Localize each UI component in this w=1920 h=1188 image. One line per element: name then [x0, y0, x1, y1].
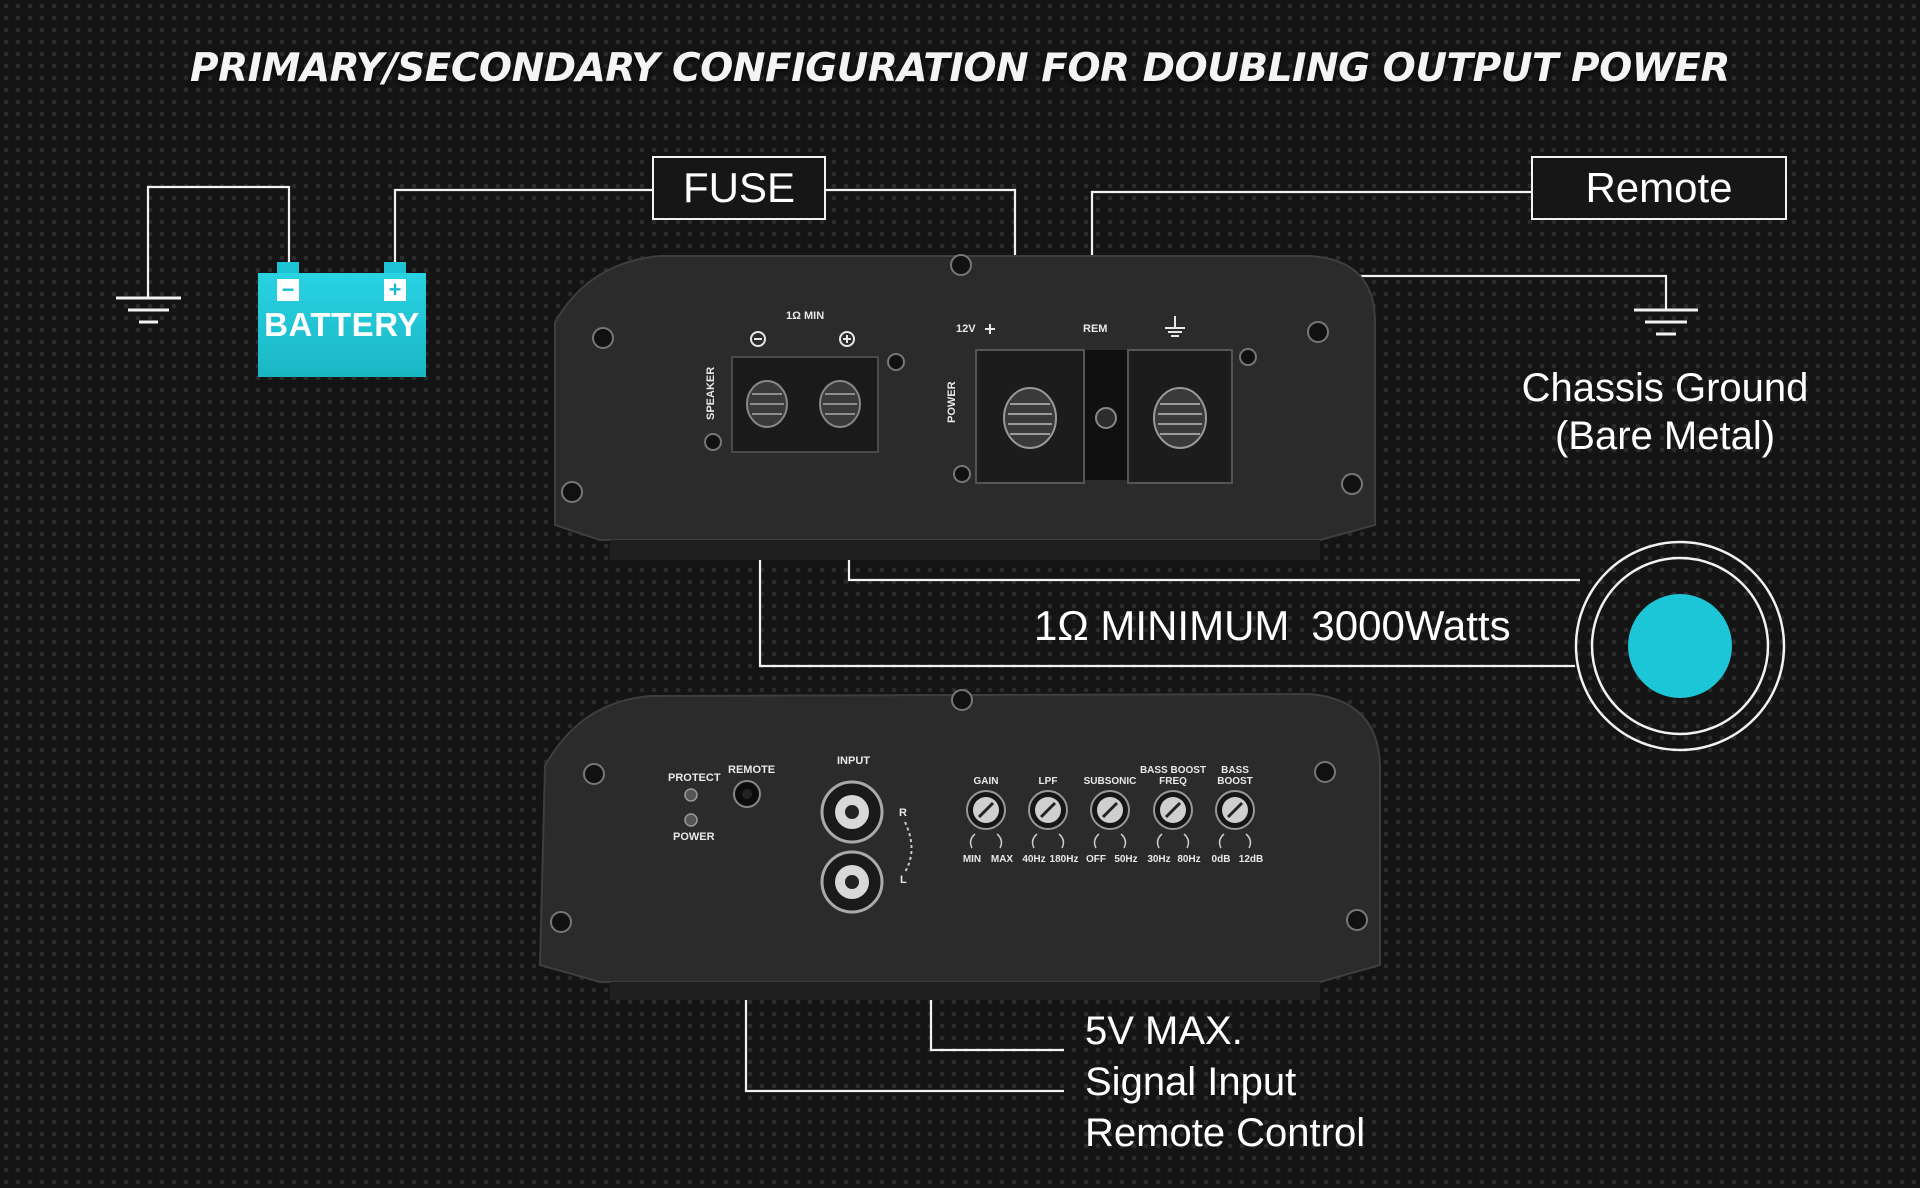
knob-max-tick — [1058, 833, 1065, 849]
knob-min-label: MIN — [963, 854, 981, 865]
knob-label: BASS BOOST — [1140, 765, 1206, 776]
signal-line-2: Signal Input — [1085, 1060, 1297, 1104]
chassis-ground-small-icon — [1165, 316, 1185, 337]
fuse-label: FUSE — [652, 156, 826, 220]
knob-min-label: 0dB — [1212, 854, 1231, 865]
knob-min-tick — [1031, 833, 1038, 849]
knob-max-tick — [1183, 833, 1190, 849]
page-title: PRIMARY/SECONDARY CONFIGURATION FOR DOUB… — [190, 46, 1730, 91]
knob-min-tick — [1156, 833, 1163, 849]
knob-label-2: BOOST — [1217, 776, 1253, 787]
knob-max-tick — [1120, 833, 1127, 849]
battery-ground-wire — [146, 185, 291, 298]
chassis-line-1: Chassis Ground — [1521, 366, 1809, 410]
protect-label: PROTECT — [668, 772, 721, 784]
knob-indicator — [1039, 801, 1057, 819]
knob-label: BASS — [1221, 765, 1249, 776]
signal-label: 5V MAX. Signal Input Remote Control — [1085, 1006, 1365, 1159]
ground-symbol-left — [116, 296, 181, 324]
power-led-label: POWER — [673, 831, 715, 843]
impedance-polarity-icons — [750, 324, 995, 347]
battery-neg-sign: − — [277, 279, 299, 301]
signal-line-1: 5V MAX. — [1085, 1009, 1243, 1053]
power-led — [684, 813, 698, 827]
knob-min-label: 40Hz — [1022, 854, 1045, 865]
battery-fuse-wire — [393, 188, 652, 262]
min-impedance-text: 1Ω MINIMUM — [1034, 602, 1290, 649]
battery-pos-sign: + — [384, 279, 406, 301]
knob-subsonic[interactable]: SUBSONIC OFF 50Hz — [1084, 776, 1138, 865]
knob-lpf[interactable]: LPF 40Hz 180Hz — [1022, 776, 1078, 865]
knob-min-label: 30Hz — [1147, 854, 1170, 865]
knob-gain[interactable]: GAIN MIN MAX — [963, 776, 1014, 865]
input-label: INPUT — [837, 755, 870, 767]
remote-jack-label: REMOTE — [728, 764, 775, 776]
ground-symbol-right — [1634, 308, 1698, 336]
chassis-line-2: (Bare Metal) — [1554, 414, 1776, 458]
knob-max-label: 80Hz — [1177, 854, 1200, 865]
power-rating-label: 1Ω MINIMUM 3000Watts — [1034, 602, 1511, 650]
knob-indicator — [977, 801, 995, 819]
knob-max-label: 180Hz — [1050, 854, 1079, 865]
speaker-circle-icon — [1574, 540, 1786, 752]
knob-indicator — [1164, 801, 1182, 819]
knob-label: SUBSONIC — [1084, 776, 1137, 787]
power-rating-text: 3000Watts — [1311, 602, 1511, 649]
knob-max-tick — [996, 833, 1003, 849]
knob-label-2: FREQ — [1159, 776, 1187, 787]
knob-label: GAIN — [974, 776, 999, 787]
knob-label: LPF — [1039, 776, 1058, 787]
impedance-min-label: 1Ω MIN — [786, 310, 824, 322]
knob-indicator — [1101, 801, 1119, 819]
rca-input-l[interactable] — [820, 850, 884, 914]
remote-label: Remote — [1531, 156, 1787, 220]
protect-led — [684, 788, 698, 802]
knob-min-tick — [969, 833, 976, 849]
power-label: POWER — [946, 381, 958, 423]
chassis-ground-label: Chassis Ground (Bare Metal) — [1500, 364, 1830, 460]
knob-min-tick — [1093, 833, 1100, 849]
knob-max-tick — [1245, 833, 1252, 849]
battery-label: BATTERY — [264, 306, 420, 343]
input-r-label: R — [899, 807, 907, 819]
knob-max-label: 12dB — [1239, 854, 1263, 865]
12v-label: 12V — [956, 323, 976, 335]
signal-line-3: Remote Control — [1085, 1111, 1366, 1155]
knob-max-label: 50Hz — [1114, 854, 1137, 865]
rca-input-r[interactable] — [820, 780, 884, 844]
rem-label: REM — [1083, 323, 1107, 335]
knob-indicator — [1226, 801, 1244, 819]
input-l-label: L — [900, 874, 907, 886]
knob-min-label: OFF — [1086, 854, 1106, 865]
knob-max-label: MAX — [991, 854, 1014, 865]
speaker-label: SPEAKER — [705, 367, 717, 420]
knob-min-tick — [1218, 833, 1225, 849]
